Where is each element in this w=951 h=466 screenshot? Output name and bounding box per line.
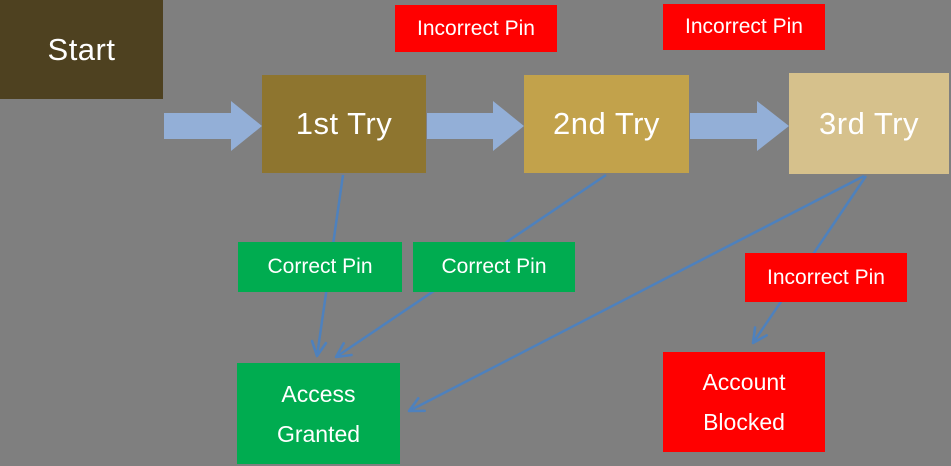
node-start-label: Start <box>47 31 116 67</box>
block-arrow-start-to-try1-icon <box>164 101 262 151</box>
node-second-try-label: 2nd Try <box>553 106 660 141</box>
node-second-try: 2nd Try <box>524 75 689 173</box>
node-start: Start <box>0 0 163 99</box>
node-third-try: 3rd Try <box>789 73 949 174</box>
node-access-granted-line2: Granted <box>276 420 361 447</box>
block-arrow-try1-to-try2-icon <box>427 101 524 151</box>
node-access-granted-line1: Access <box>281 380 356 407</box>
label-correct-pin-1: Correct Pin <box>238 242 402 292</box>
edge-try3-to-access-granted <box>407 174 865 413</box>
label-incorrect-pin-2: Incorrect Pin <box>663 4 825 50</box>
label-incorrect-pin-1-text: Incorrect Pin <box>417 16 535 40</box>
node-account-blocked-line2: Blocked <box>703 409 785 435</box>
node-third-try-label: 3rd Try <box>819 105 919 141</box>
node-account-blocked-line1: Account <box>702 369 786 395</box>
label-incorrect-pin-3-text: Incorrect Pin <box>767 265 885 289</box>
label-correct-pin-2-text: Correct Pin <box>441 255 547 278</box>
node-first-try-label: 1st Try <box>295 106 393 141</box>
node-access-granted: Access Granted <box>237 363 400 464</box>
label-incorrect-pin-3: Incorrect Pin <box>745 253 907 302</box>
block-arrow-try2-to-try3-icon <box>690 101 789 151</box>
node-first-try: 1st Try <box>262 75 426 173</box>
label-incorrect-pin-1: Incorrect Pin <box>395 5 557 52</box>
label-correct-pin-1-text: Correct Pin <box>267 255 373 278</box>
node-account-blocked: Account Blocked <box>663 352 825 452</box>
label-incorrect-pin-2-text: Incorrect Pin <box>685 15 803 38</box>
label-correct-pin-2: Correct Pin <box>413 242 575 292</box>
